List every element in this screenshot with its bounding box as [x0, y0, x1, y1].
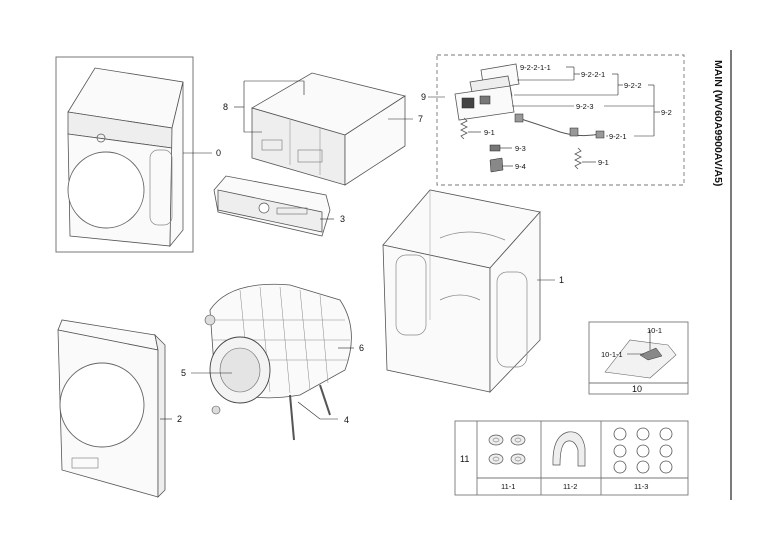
part-11-3-clamps [613, 427, 673, 474]
label-11-3: 11-3 [634, 482, 648, 491]
part-7-8-top-cover: 8 7 [223, 72, 423, 186]
part-11-2-hose-guide [552, 431, 586, 467]
part-3-control-panel: 3 [213, 175, 345, 237]
label-9-2-1: 9-2-1 [609, 132, 627, 141]
label-7: 7 [418, 114, 423, 124]
label-3: 3 [340, 214, 345, 224]
label-8: 8 [223, 102, 228, 112]
part-4-5-6-tub-assembly: 6 5 4 [181, 283, 364, 441]
label-11: 11 [460, 454, 469, 464]
part-0-frame [55, 56, 194, 253]
part-11-frame [454, 420, 689, 496]
label-9-4: 9-4 [515, 162, 526, 171]
label-9-2-2-1: 9-2-2-1 [581, 70, 605, 79]
label-11-2: 11-2 [563, 482, 577, 491]
label-9-2-2-1-1: 9-2-2-1-1 [520, 63, 551, 72]
label-4: 4 [344, 415, 349, 425]
label-9-1-a: 9-1 [484, 128, 495, 137]
label-9-3: 9-3 [515, 144, 526, 153]
label-9-2-2: 9-2-2 [624, 81, 642, 90]
part-10-manual-kit: 10-1 10-1-1 10 [588, 321, 689, 395]
part-0-door-circle [67, 151, 145, 229]
part-9-group: 9 9-2-2-1-1 9-2-2-1 9-2-2 9-2 9-2-3 9 [421, 54, 685, 186]
label-9-2: 9-2 [661, 108, 672, 117]
label-10: 10 [632, 384, 642, 394]
part-1-cabinet: 1 [382, 189, 564, 393]
part-0-complete-washer: 0 [55, 56, 221, 253]
label-11-1: 11-1 [501, 482, 515, 491]
label-10-1: 10-1 [647, 326, 662, 335]
part-11-1-feet [488, 434, 526, 465]
part-2-front-panel: 2 [57, 319, 182, 498]
label-10-1-1: 10-1-1 [601, 350, 623, 359]
label-9: 9 [421, 92, 426, 102]
label-1: 1 [559, 275, 564, 285]
diagram-title: MAIN (WV60A9900AV/A5) [712, 60, 724, 186]
label-5: 5 [181, 368, 186, 378]
label-0: 0 [216, 148, 221, 158]
part-9-dashed-frame [436, 54, 685, 186]
part-10-frame [588, 321, 689, 395]
label-9-2-3: 9-2-3 [576, 102, 594, 111]
part-11-accessories: 11 11-1 11-2 1 [454, 420, 689, 496]
label-2: 2 [177, 414, 182, 424]
label-9-1-b: 9-1 [598, 158, 609, 167]
label-6: 6 [359, 343, 364, 353]
part-2-door-opening [59, 362, 145, 448]
